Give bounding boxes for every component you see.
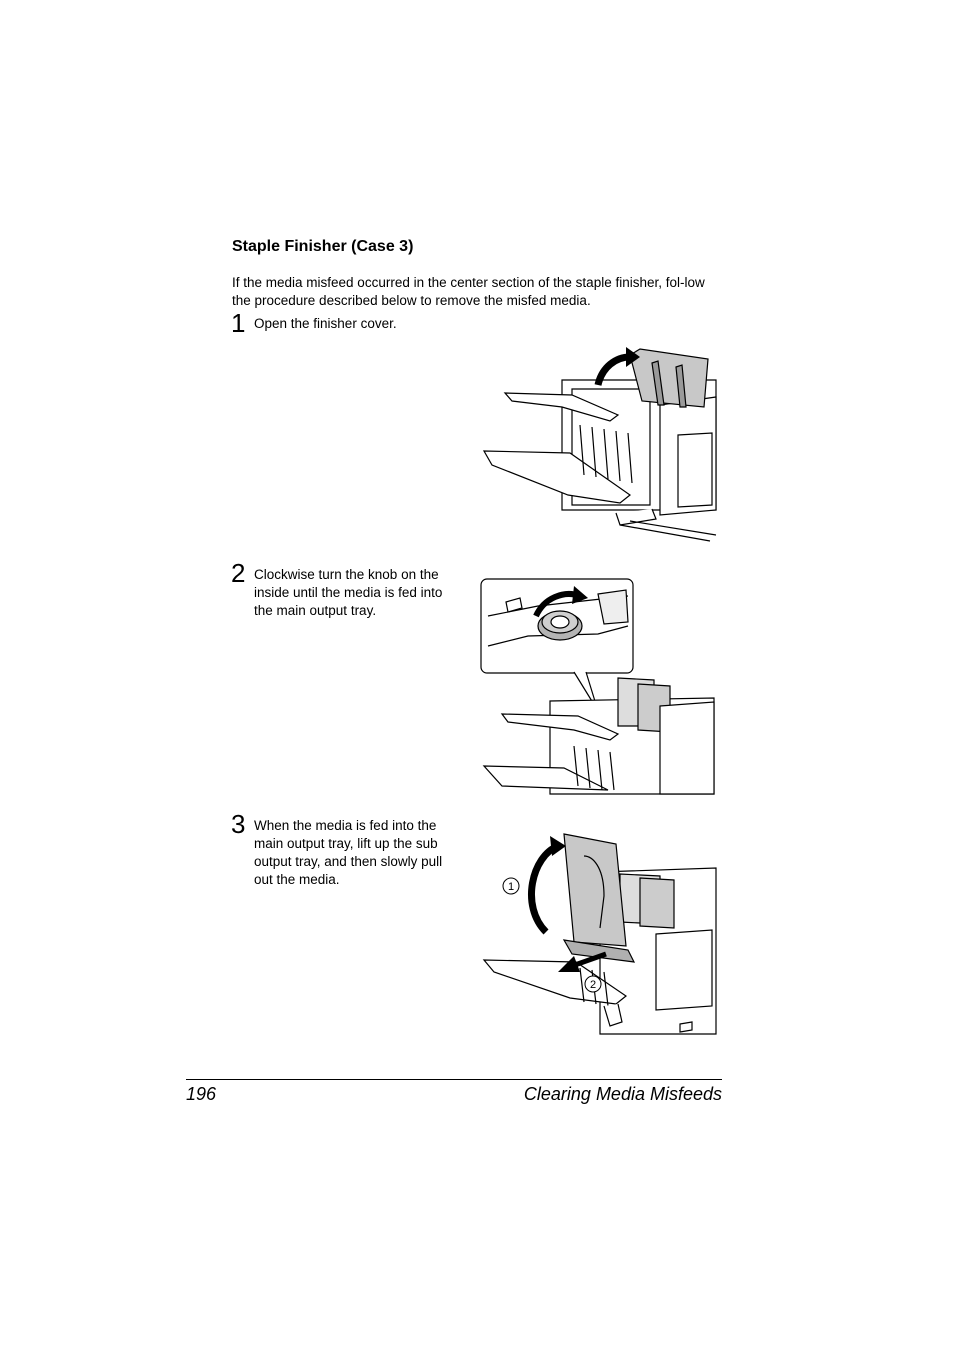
step-3-text: When the media is fed into the main outp… (254, 818, 443, 887)
step-1-number: 1 (231, 308, 246, 338)
page-number: 196 (186, 1084, 217, 1104)
callout-two: 2 (584, 975, 602, 993)
step-2-number: 2 (231, 558, 246, 588)
footer-rule (186, 1079, 722, 1080)
step-3-number: 3 (231, 809, 246, 839)
step-1-text: Open the finisher cover. (254, 316, 397, 331)
step-2-text: Clockwise turn the knob on the inside un… (254, 567, 443, 618)
callout-one: 1 (502, 877, 520, 895)
page-title: Staple Finisher (Case 3) (232, 238, 414, 255)
figure-lift-sub-tray: 1 2 (482, 833, 717, 1035)
section-title: Clearing Media Misfeeds (523, 1084, 722, 1104)
intro-paragraph: If the media misfeed occurred in the cen… (232, 275, 705, 308)
svg-text:1: 1 (508, 881, 514, 893)
svg-text:2: 2 (590, 979, 596, 991)
figure-open-finisher-cover (482, 347, 717, 542)
figure-turn-knob (480, 578, 715, 795)
